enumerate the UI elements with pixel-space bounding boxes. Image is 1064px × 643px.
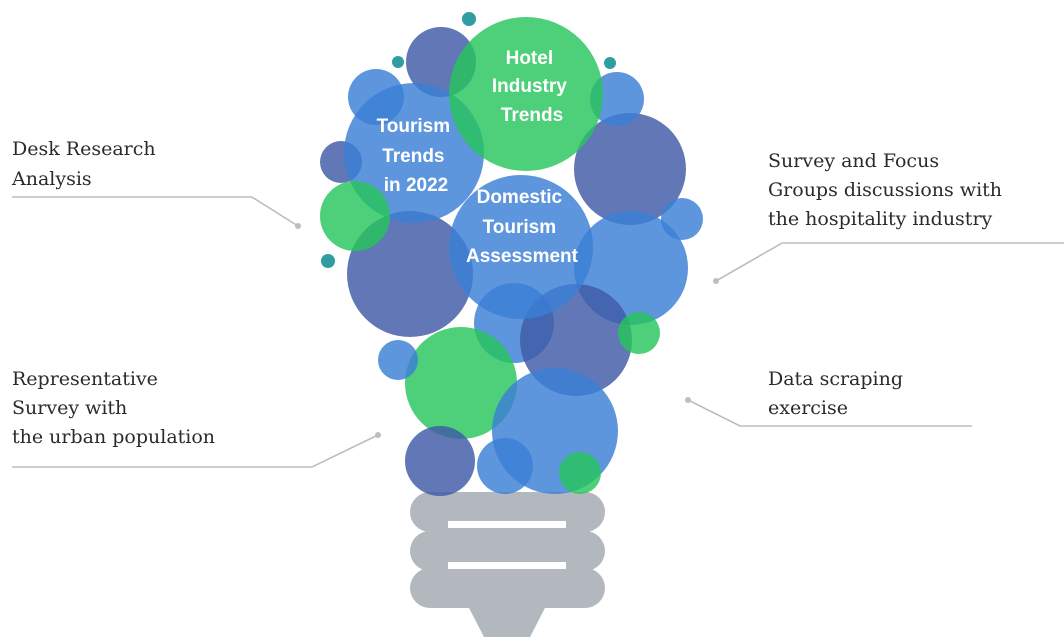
bubble-cluster (320, 17, 703, 496)
survey-focus-groups-label: Survey and Focus Groups discussions with… (768, 150, 1008, 230)
bubble (378, 340, 418, 380)
leader-desk (12, 196, 299, 227)
bubble (405, 327, 517, 439)
bubble-hotel (449, 17, 603, 171)
bubble-tourism (344, 83, 484, 223)
leader-survey (715, 242, 1064, 282)
bubble (347, 211, 473, 337)
bulb-base-tip (468, 606, 546, 637)
desk-research-label: Desk Research Analysis (11, 138, 162, 190)
bubble (320, 181, 390, 251)
bubble (590, 72, 644, 126)
bulb-base-ring (410, 531, 605, 571)
bubble (618, 312, 660, 354)
teal-dot (392, 56, 404, 68)
leader-dot (713, 278, 719, 284)
bubble (477, 438, 533, 494)
domestic-tourism-assessment-label: Domestic Tourism Assessment (466, 187, 579, 267)
bubble (405, 426, 475, 496)
representative-survey-label: Representative Survey with the urban pop… (12, 368, 215, 448)
bubble (559, 452, 601, 494)
leader-scraping (687, 399, 972, 427)
leader-representative (12, 434, 379, 468)
teal-dot (462, 12, 476, 26)
bubble (574, 113, 686, 225)
bulb-base-slot (448, 521, 566, 528)
bubble-domestic (449, 175, 593, 319)
leader-dot (375, 432, 381, 438)
leader-lines (12, 196, 1064, 468)
data-scraping-label: Data scraping exercise (768, 368, 909, 419)
teal-dot (321, 254, 335, 268)
bulb-base (410, 492, 605, 637)
hotel-industry-trends-label: Hotel Industry Trends (492, 48, 572, 126)
leader-dot (295, 223, 301, 229)
bulb-base-ring (410, 568, 605, 608)
teal-dot (604, 57, 616, 69)
bulb-base-slot (448, 562, 566, 569)
leader-dot (685, 397, 691, 403)
tourism-trends-label: Tourism Trends in 2022 (377, 116, 456, 196)
accent-dots (321, 12, 616, 268)
bubble (661, 198, 703, 240)
